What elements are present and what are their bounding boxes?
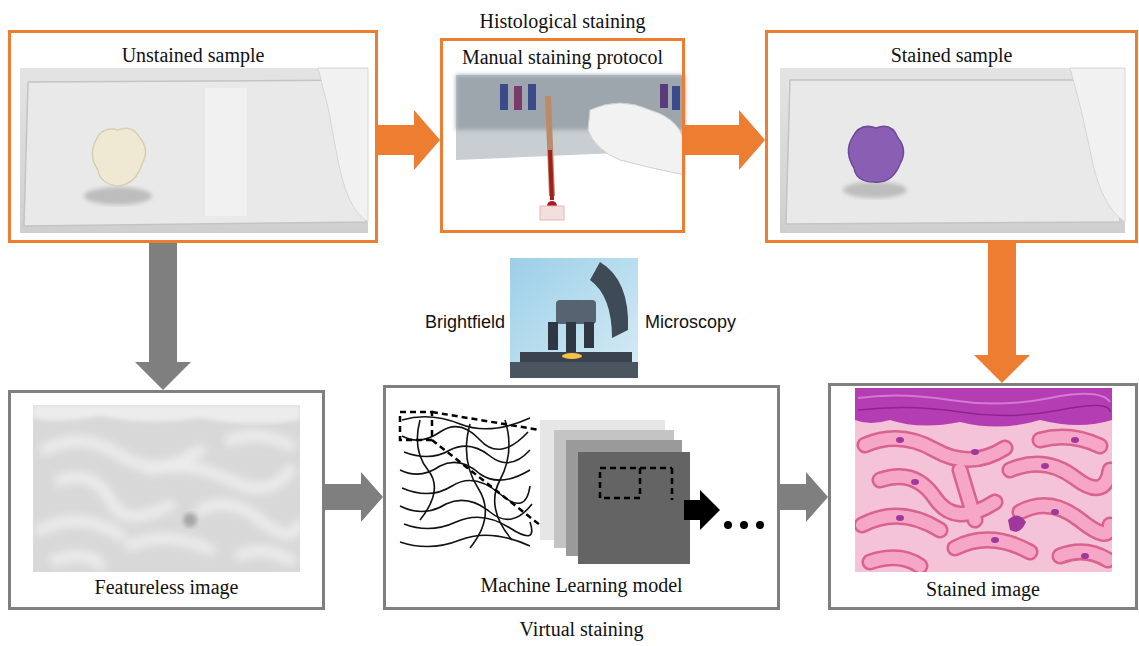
ml-model-sketch [398,410,764,564]
microscope-photo [510,258,638,378]
stained-photo [780,68,1125,233]
box-title: Unstained sample [122,43,265,67]
sample-box: Unstained sample [8,30,378,243]
box-title: Stained image [926,577,1040,601]
image-box: Featureless image [8,390,325,610]
box-title: Machine Learning model [480,573,682,597]
model-box: Machine Learning modelVirtual staining [383,385,780,610]
protocol-box: Histological stainingManual staining pro… [440,38,685,233]
block-arrow [780,472,828,522]
box-title: Stained sample [891,43,1013,67]
block-arrow [974,243,1030,383]
block-arrow [325,472,383,522]
block-arrow [685,110,765,170]
side-label: Brightfield [425,311,505,333]
box-title: Featureless image [95,575,239,599]
featureless-image [33,405,300,572]
side-label: Microscopy [645,311,736,333]
box-title: Manual staining protocol [462,45,663,69]
sample-box: Stained sample [765,30,1138,243]
block-arrow [378,110,440,170]
staining-photo [456,75,685,232]
stained-tissue-image [855,388,1112,572]
block-arrow [135,243,191,390]
image-box: Stained image [828,383,1138,610]
unstained-photo [20,68,368,233]
